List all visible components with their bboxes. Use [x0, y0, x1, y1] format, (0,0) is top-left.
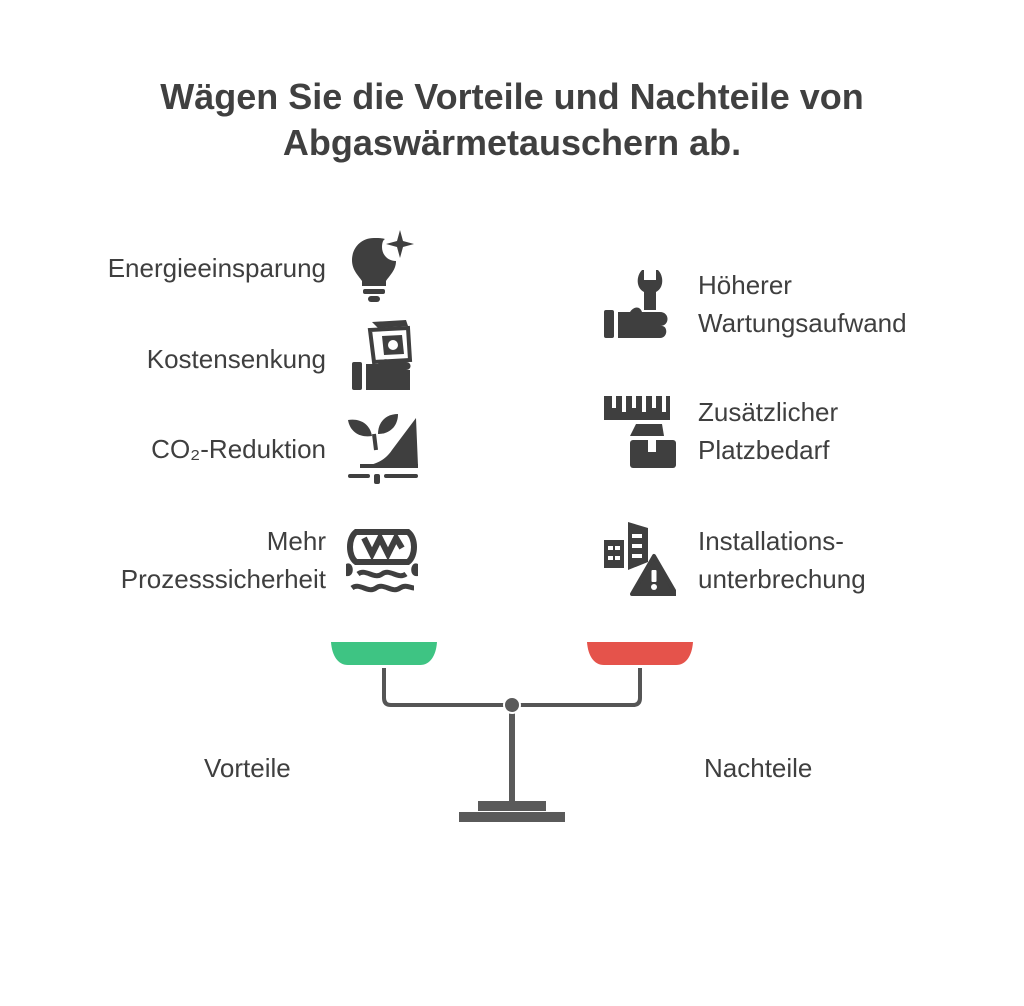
hand-wrench-icon	[600, 266, 676, 342]
scale-base-bottom	[459, 812, 565, 822]
disadvantage-label-installation-line-1: Installations-	[698, 526, 844, 556]
advantage-label-process-line-1: Mehr	[266, 526, 326, 556]
advantage-label-process: Mehr Prozesssicherheit	[121, 522, 326, 598]
advantage-label-process-line-2: Prozesssicherheit	[120, 564, 326, 594]
disadvantages-pan	[587, 642, 693, 665]
scale-base-top	[478, 801, 546, 811]
disadvantage-label-installation: Installations- unterbrechung	[698, 522, 866, 598]
disadvantage-label-space: Zusätzlicher Platzbedarf	[698, 393, 838, 469]
building-warning-icon	[600, 520, 676, 596]
title-line-1: Wägen Sie die Vorteile und Nachteile von	[160, 76, 864, 117]
lightbulb-sparkle-icon	[344, 228, 420, 304]
disadvantages-heading: Nachteile	[704, 753, 813, 783]
advantages-pan	[331, 642, 437, 665]
hand-holding-money-icon	[344, 318, 420, 394]
scale-pivot	[503, 696, 521, 714]
disadvantage-label-space-line-2: Platzbedarf	[698, 435, 830, 465]
disadvantage-label-maintenance: Höherer Wartungsaufwand	[698, 266, 907, 342]
hand-plant-icon	[344, 410, 420, 486]
advantage-label-cost: Kostensenkung	[146, 344, 326, 374]
advantage-label-co2: CO₂-Reduktion	[151, 434, 326, 464]
title-line-2: Abgaswärmetauschern ab.	[282, 122, 742, 163]
disadvantage-label-maintenance-line-1: Höherer	[698, 270, 792, 300]
disadvantage-label-maintenance-line-2: Wartungsaufwand	[698, 308, 907, 338]
ruler-box-icon	[600, 394, 676, 470]
page-title: Wägen Sie die Vorteile und Nachteile von…	[0, 74, 1024, 166]
advantage-label-energy: Energieeinsparung	[107, 253, 326, 283]
disadvantage-label-space-line-1: Zusätzlicher	[698, 397, 839, 427]
process-stability-icon	[344, 520, 420, 596]
disadvantage-label-installation-line-2: unterbrechung	[698, 564, 866, 594]
advantages-heading: Vorteile	[204, 753, 291, 783]
